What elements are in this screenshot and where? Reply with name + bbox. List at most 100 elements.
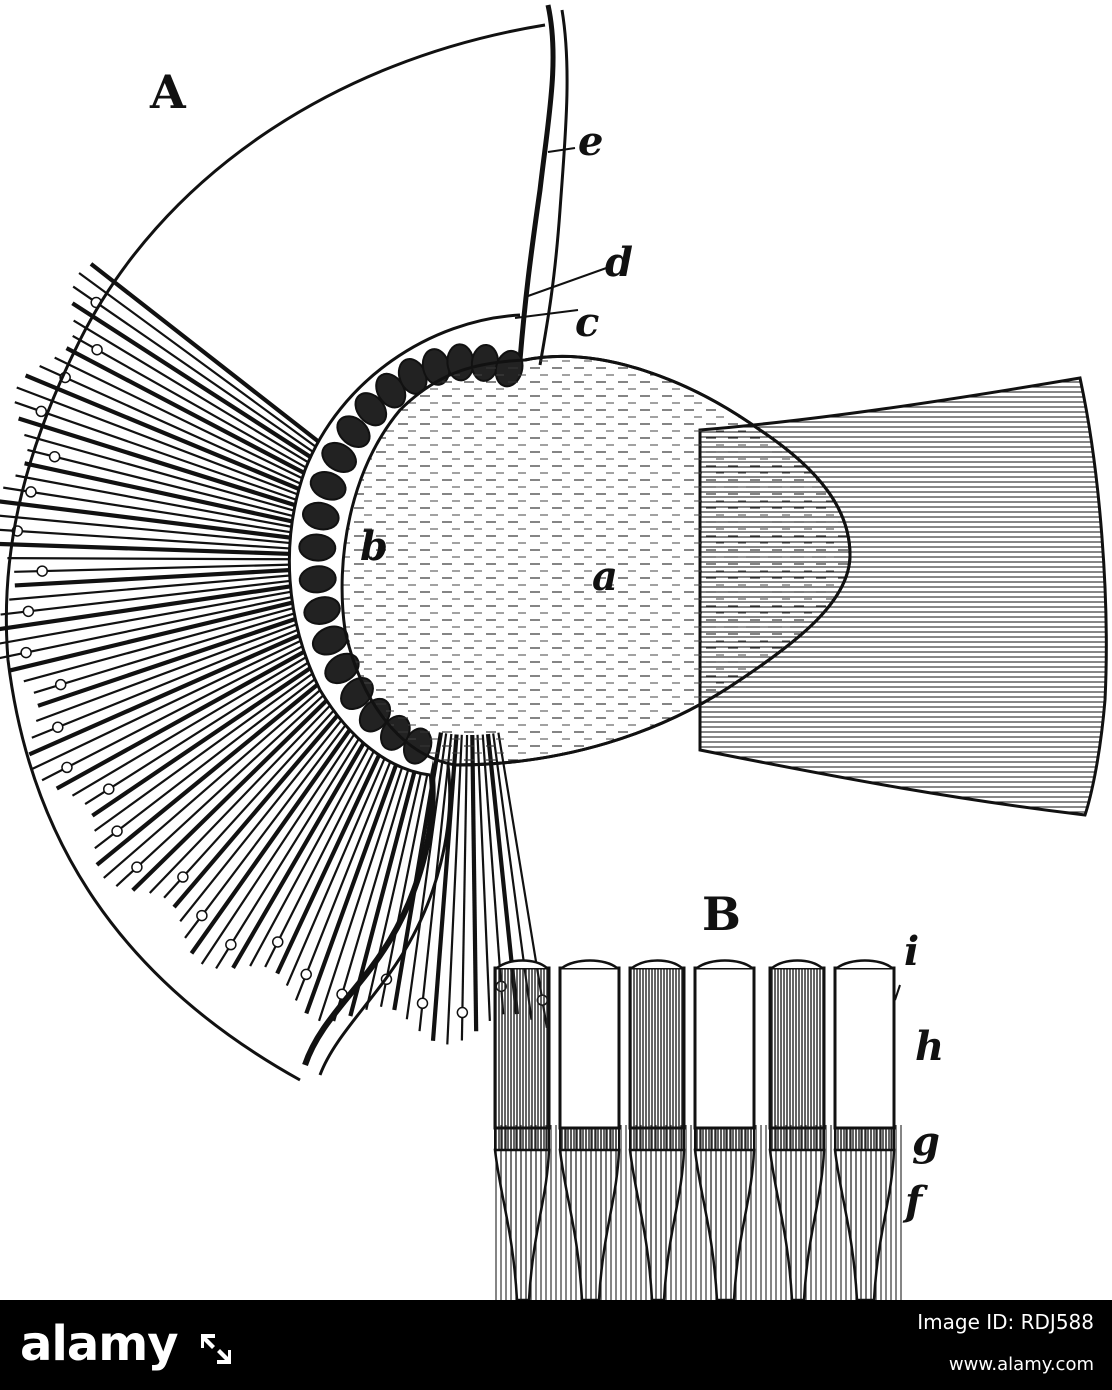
- rod: [14, 563, 296, 573]
- rod-bulb: [177, 871, 189, 883]
- rod-bulb: [416, 997, 429, 1010]
- rod: [14, 567, 296, 588]
- label-a: a: [592, 553, 618, 600]
- rod: [14, 401, 306, 504]
- rod-bulb: [20, 646, 32, 659]
- rod: [200, 705, 375, 965]
- rod: [94, 665, 332, 850]
- rod: [18, 416, 304, 510]
- rod-bulb: [103, 783, 115, 795]
- rod-bulb: [196, 909, 208, 922]
- rod: [27, 448, 301, 519]
- rod: [163, 688, 354, 899]
- rod: [0, 594, 299, 660]
- rod-bulb: [456, 1006, 469, 1019]
- rod-bulb: [36, 565, 48, 577]
- rod: [285, 720, 402, 987]
- label-g: g: [912, 1118, 940, 1165]
- rod: [103, 673, 339, 879]
- label-d: d: [605, 239, 633, 286]
- cell: [303, 596, 341, 625]
- capsule-membrane-lower: [302, 759, 436, 1066]
- rod: [318, 725, 417, 1022]
- layer-g: [559, 1127, 620, 1151]
- rod: [54, 356, 314, 485]
- rod: [275, 717, 398, 975]
- rod: [24, 461, 300, 525]
- rod: [0, 583, 298, 632]
- rod: [16, 386, 307, 499]
- outer-segment-h: [493, 966, 551, 1130]
- rod-bulb: [91, 343, 103, 356]
- brand-logo: alamy: [20, 1316, 179, 1372]
- cap-i: [496, 959, 548, 970]
- inner-segment-f: [693, 1148, 756, 1300]
- rod: [0, 514, 296, 545]
- cell: [298, 565, 337, 594]
- label-i: i: [904, 928, 919, 975]
- rod: [31, 624, 309, 739]
- rod: [55, 642, 318, 791]
- rod: [15, 474, 299, 530]
- panel-label-b: B: [702, 887, 741, 941]
- rod: [24, 373, 310, 495]
- rod: [35, 619, 307, 723]
- inner-segment-f: [628, 1148, 686, 1300]
- rod: [0, 579, 297, 616]
- label-c: c: [575, 299, 599, 346]
- rod: [249, 713, 388, 967]
- rod: [476, 734, 491, 1021]
- label-e: e: [578, 118, 603, 165]
- cell: [298, 533, 337, 562]
- rod: [84, 652, 323, 806]
- rod: [0, 541, 296, 557]
- cell: [336, 415, 371, 448]
- rod: [179, 695, 362, 922]
- anatomical-figure: A B e d c b a i h g f: [0, 4, 1108, 1300]
- capsule-membrane-e: [517, 4, 556, 361]
- figure-a: [0, 4, 1108, 1082]
- rod: [0, 589, 298, 645]
- rod-bulb: [272, 936, 284, 948]
- rod: [39, 364, 311, 490]
- rod: [405, 733, 448, 1020]
- watermark-bar: alamy Image ID: RDJ588 www.alamy.com: [0, 1300, 1112, 1390]
- rod: [71, 301, 325, 467]
- rod-bulb: [54, 678, 67, 691]
- rod: [264, 715, 393, 968]
- rod: [41, 639, 315, 782]
- rod: [0, 499, 297, 541]
- outer-segment-h: [768, 966, 826, 1130]
- cone-row: [493, 959, 896, 1300]
- rod-bulb: [25, 486, 37, 498]
- rod-bulb: [111, 825, 123, 837]
- rod: [73, 319, 321, 471]
- label-h: h: [915, 1023, 944, 1070]
- rod: [93, 661, 329, 832]
- cell: [309, 471, 347, 501]
- rod: [470, 734, 479, 1032]
- rod: [31, 634, 313, 770]
- rod: [430, 734, 459, 1042]
- rod: [131, 680, 347, 892]
- rod-bulb: [61, 761, 73, 774]
- rod: [348, 728, 428, 1017]
- image-url: www.alamy.com: [948, 1354, 1094, 1375]
- rod: [184, 699, 366, 939]
- layer-g: [769, 1127, 825, 1151]
- rod: [379, 731, 437, 1007]
- rod-bulb: [48, 450, 61, 463]
- cap-i: [561, 959, 618, 970]
- rod: [460, 734, 469, 1041]
- alamy-arrows-icon: [201, 1334, 231, 1364]
- rod: [37, 613, 305, 708]
- fan-outer-edge: [4, 23, 546, 1082]
- rod: [65, 346, 317, 481]
- inner-segment-f: [833, 1148, 896, 1300]
- rod: [72, 335, 319, 476]
- rod: [71, 648, 321, 797]
- cap-i: [836, 959, 893, 970]
- rod: [3, 486, 298, 535]
- image-id: Image ID: RDJ588: [917, 1310, 1094, 1334]
